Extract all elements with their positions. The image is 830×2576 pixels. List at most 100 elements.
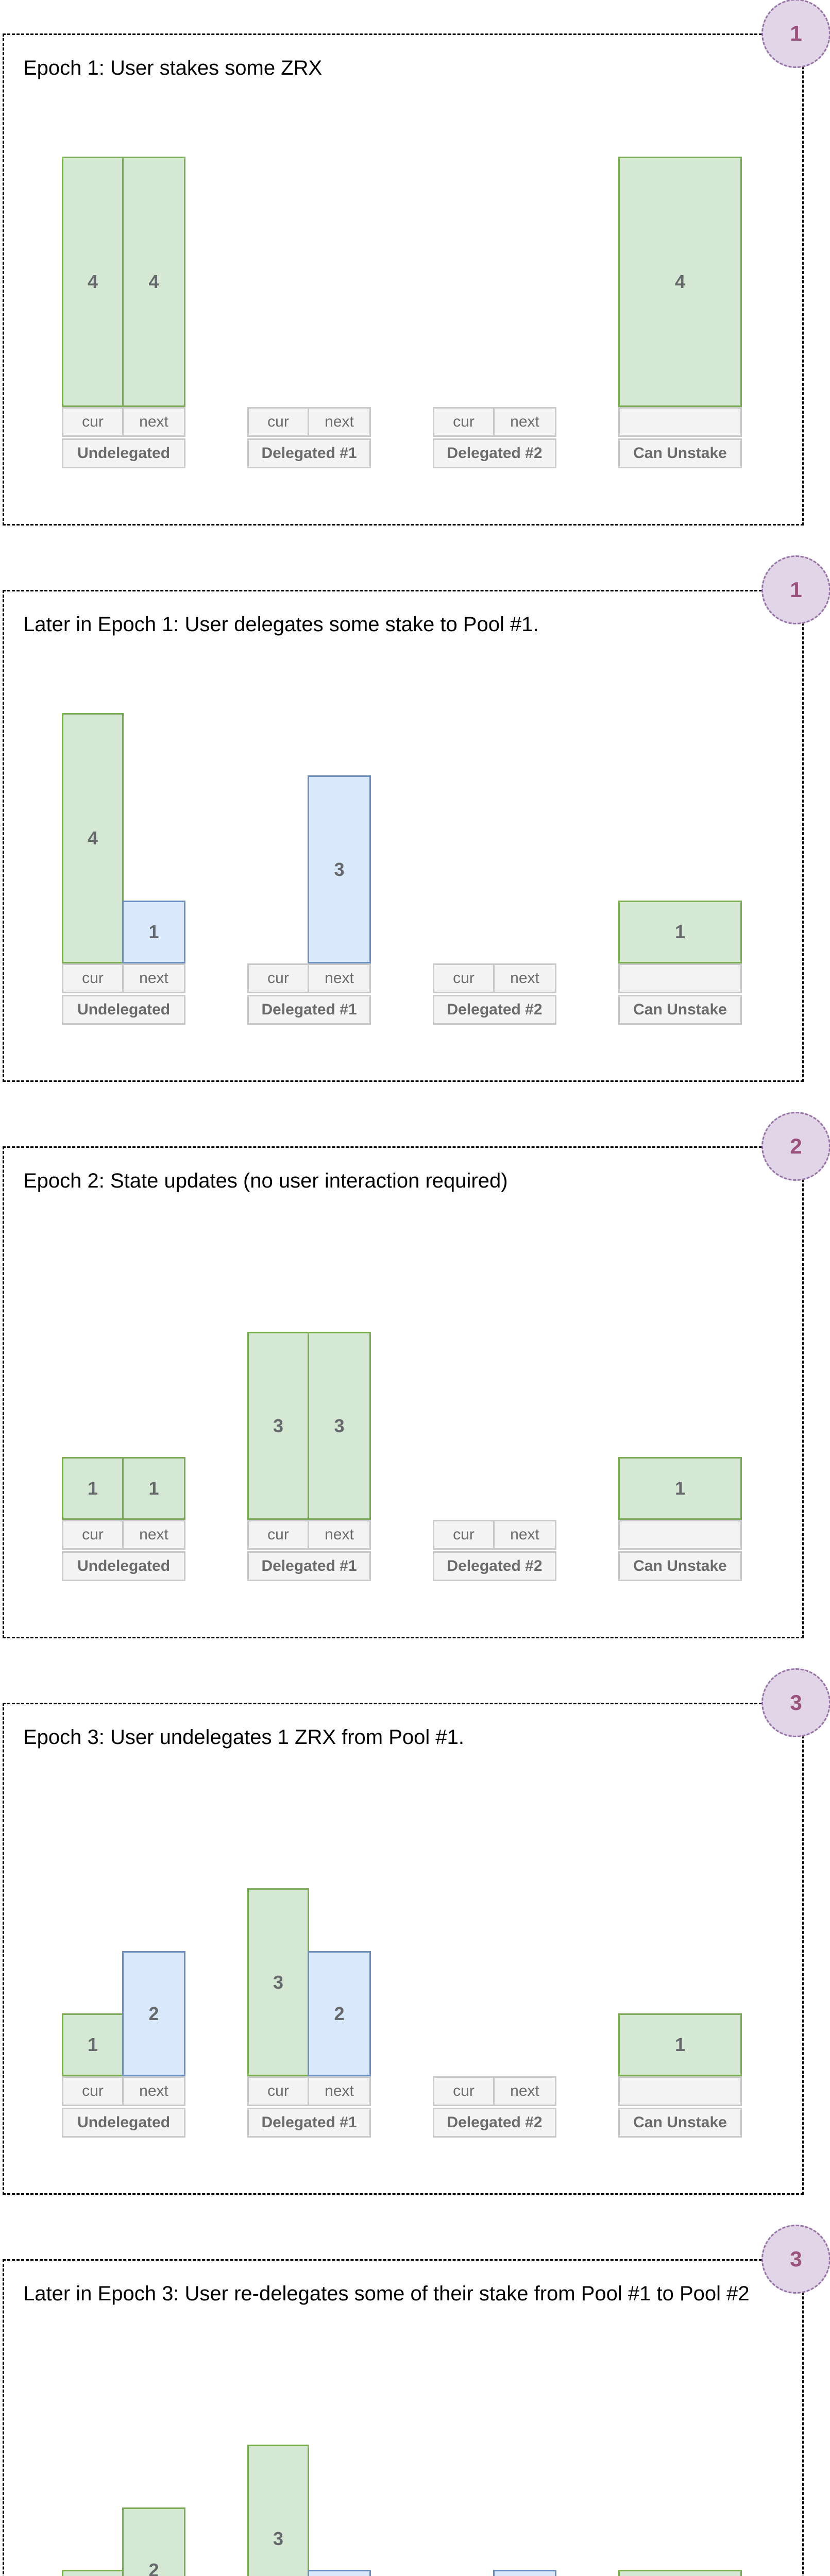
group-label: Undelegated <box>62 438 185 468</box>
stake-bar: 1 <box>493 2570 556 2576</box>
col-header-cur: cur <box>247 407 309 437</box>
stake-bar: 4 <box>62 713 124 963</box>
bar-value: 1 <box>674 2034 686 2055</box>
stake-bar: 3 <box>308 775 371 963</box>
stake-bar: 4 <box>618 157 742 407</box>
bar-value: 4 <box>87 827 98 849</box>
group-label: Delegated #1 <box>247 1551 371 1581</box>
stake-bar: 3 <box>247 1332 309 1520</box>
stake-bar: 1 <box>618 1457 742 1520</box>
col-header-cur: cur <box>433 1520 495 1550</box>
bar-value: 4 <box>148 271 159 292</box>
stake-bar: 1 <box>62 2013 124 2076</box>
col-header-empty <box>618 963 742 993</box>
col-header-next: next <box>122 407 185 437</box>
group-label: Delegated #2 <box>433 1551 556 1581</box>
group-label: Delegated #1 <box>247 995 371 1025</box>
panel-title: Epoch 3: User undelegates 1 ZRX from Poo… <box>23 1726 465 1749</box>
stake-bar: 1 <box>618 901 742 963</box>
group-label: Delegated #2 <box>433 995 556 1025</box>
col-header-cur: cur <box>62 1520 124 1550</box>
col-header-cur: cur <box>247 963 309 993</box>
col-header-cur: cur <box>62 2076 124 2106</box>
bar-value: 2 <box>334 2003 345 2024</box>
bar-value: 1 <box>148 1478 159 1499</box>
bar-value: 1 <box>87 2034 98 2055</box>
bar-value: 1 <box>148 921 159 942</box>
col-header-next: next <box>493 2076 556 2106</box>
group-label: Can Unstake <box>618 1551 742 1581</box>
group-label: Delegated #2 <box>433 2108 556 2138</box>
panel-title: Epoch 2: State updates (no user interact… <box>23 1170 508 1192</box>
epoch-number-badge: 2 <box>761 1112 830 1181</box>
col-header-empty <box>618 407 742 437</box>
col-header-cur: cur <box>433 407 495 437</box>
bar-value: 4 <box>674 271 686 292</box>
col-header-next: next <box>493 963 556 993</box>
panel-title: Later in Epoch 3: User re-delegates some… <box>23 2282 750 2305</box>
epoch-number-badge: 1 <box>761 555 830 624</box>
group-label: Undelegated <box>62 995 185 1025</box>
epoch-number-badge: 3 <box>761 2225 830 2294</box>
col-header-next: next <box>308 407 371 437</box>
stake-bar: 1 <box>618 2570 742 2576</box>
stake-bar: 1 <box>62 1457 124 1520</box>
stake-bar: 2 <box>308 1951 371 2076</box>
stake-bar: 1 <box>62 2570 124 2576</box>
stake-bar: 2 <box>122 1951 185 2076</box>
stake-bar: 1 <box>122 901 185 963</box>
group-label: Delegated #1 <box>247 2108 371 2138</box>
epoch-number-badge: 3 <box>761 1668 830 1737</box>
bar-value: 3 <box>273 1415 284 1436</box>
bar-value: 2 <box>148 2003 159 2024</box>
stake-bar: 4 <box>62 157 124 407</box>
col-header-next: next <box>493 1520 556 1550</box>
bar-value: 3 <box>273 1971 284 1993</box>
bar-value: 3 <box>334 1415 345 1436</box>
col-header-cur: cur <box>433 963 495 993</box>
group-label: Can Unstake <box>618 995 742 1025</box>
group-label: Can Unstake <box>618 2108 742 2138</box>
group-label: Delegated #1 <box>247 438 371 468</box>
stake-bar: 3 <box>247 2445 309 2576</box>
stake-bar: 2 <box>122 2507 185 2576</box>
group-label: Can Unstake <box>618 438 742 468</box>
col-header-next: next <box>308 963 371 993</box>
col-header-next: next <box>308 1520 371 1550</box>
col-header-next: next <box>122 1520 185 1550</box>
col-header-cur: cur <box>433 2076 495 2106</box>
stake-bar: 4 <box>122 157 185 407</box>
col-header-next: next <box>122 963 185 993</box>
bar-value: 4 <box>87 271 98 292</box>
stake-bar: 1 <box>308 2570 371 2576</box>
bar-value: 1 <box>674 1478 686 1499</box>
panel-title: Epoch 1: User stakes some ZRX <box>23 57 323 79</box>
group-label: Undelegated <box>62 1551 185 1581</box>
col-header-empty <box>618 2076 742 2106</box>
group-label: Undelegated <box>62 2108 185 2138</box>
col-header-empty <box>618 1520 742 1550</box>
panel-title: Later in Epoch 1: User delegates some st… <box>23 613 539 636</box>
bar-value: 1 <box>674 921 686 942</box>
bar-value: 3 <box>334 858 345 880</box>
bar-value: 3 <box>273 2528 284 2549</box>
